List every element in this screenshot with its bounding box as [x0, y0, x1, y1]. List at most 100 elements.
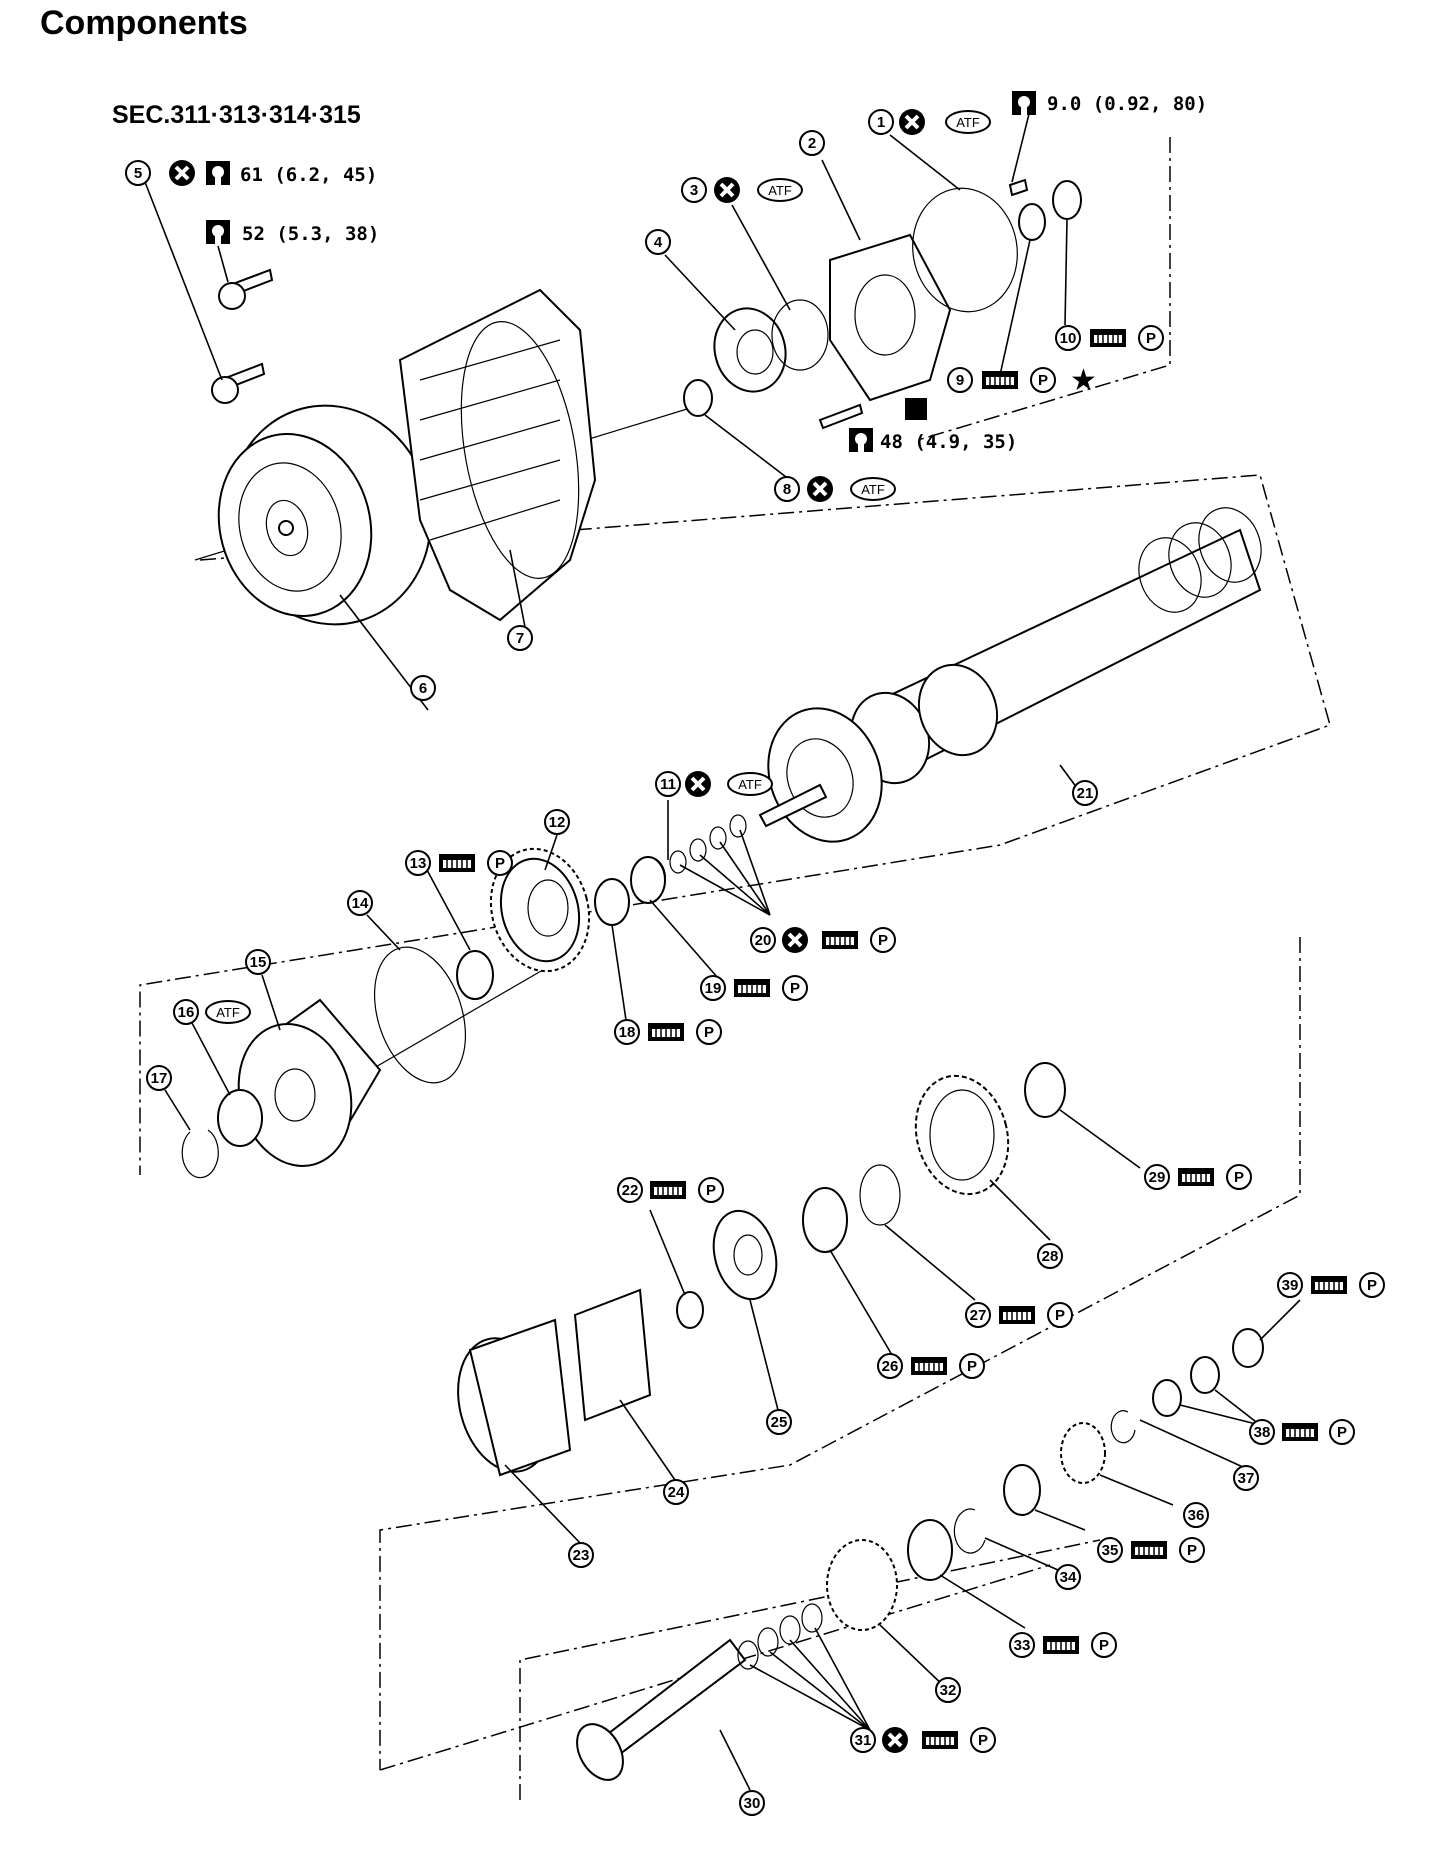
- petroleum-jelly-icon: [1091, 1632, 1117, 1658]
- svg-text:19: 19: [705, 980, 722, 997]
- bearing-race-39: [1232, 1328, 1264, 1368]
- replace-icon: [683, 769, 713, 799]
- replace-icon: [780, 925, 810, 955]
- svg-text:33: 33: [1014, 1637, 1031, 1654]
- leader-lines: [144, 109, 1301, 1791]
- pump-bolt-small: [1008, 178, 1029, 197]
- svg-text:27: 27: [970, 1307, 987, 1324]
- callout-1: 1 ATF: [868, 107, 991, 137]
- selective-part-icon: [821, 930, 859, 950]
- svg-text:P: P: [878, 932, 888, 949]
- svg-text:P: P: [495, 855, 505, 872]
- svg-text:3: 3: [690, 182, 698, 199]
- svg-text:ATF: ATF: [861, 482, 885, 497]
- svg-text:P: P: [1146, 330, 1156, 347]
- torque-value: 52 (5.3, 38): [242, 223, 379, 245]
- group-outline-pump: [917, 137, 1171, 441]
- output-shaft-30: [576, 1638, 747, 1781]
- selective-part-icon: [1177, 1167, 1215, 1187]
- svg-text:39: 39: [1282, 1277, 1299, 1294]
- callout-32: 32: [935, 1677, 961, 1703]
- section-label: SEC.311·313·314·315: [112, 101, 361, 129]
- callout-29: 29 P: [1144, 1164, 1252, 1190]
- petroleum-jelly-icon: [1226, 1164, 1252, 1190]
- callout-25: 25: [766, 1409, 792, 1435]
- svg-text:25: 25: [771, 1414, 788, 1431]
- bearing-race-35: [1003, 1464, 1041, 1516]
- callout-9: 9 P ★: [947, 363, 1097, 398]
- converter-housing: [398, 288, 597, 622]
- svg-text:28: 28: [1042, 1248, 1059, 1265]
- svg-text:P: P: [967, 1358, 977, 1375]
- selective-part-icon: [910, 1356, 948, 1376]
- petroleum-jelly-icon: [1030, 367, 1056, 393]
- selective-part-icon: [921, 1730, 959, 1750]
- petroleum-jelly-icon: [698, 1177, 724, 1203]
- petroleum-jelly-icon: [870, 927, 896, 953]
- torque-converter: [217, 404, 432, 626]
- svg-text:P: P: [1055, 1307, 1065, 1324]
- group-outline-shaft: [519, 1539, 1101, 1800]
- callout-23: 23: [568, 1542, 594, 1568]
- bearing-race-9: [1018, 203, 1046, 241]
- brake-band-24: [573, 1288, 652, 1422]
- svg-text:P: P: [790, 980, 800, 997]
- callout-30: 30: [739, 1790, 765, 1816]
- svg-text:P: P: [1234, 1169, 1244, 1186]
- replace-icon: [880, 1725, 910, 1755]
- svg-text:16: 16: [178, 1004, 195, 1021]
- svg-text:10: 10: [1060, 330, 1077, 347]
- torque-wrench-icon: [1012, 91, 1036, 116]
- torque-value: 48 (4.9, 35): [880, 431, 1017, 453]
- petroleum-jelly-icon: [970, 1727, 996, 1753]
- svg-text:36: 36: [1188, 1507, 1205, 1524]
- svg-text:P: P: [1187, 1542, 1197, 1559]
- svg-text:26: 26: [882, 1358, 899, 1375]
- atf-symbol: [757, 178, 803, 202]
- svg-text:P: P: [1099, 1637, 1109, 1654]
- torque-value: 61 (6.2, 45): [240, 164, 377, 186]
- petroleum-jelly-icon: [1138, 325, 1164, 351]
- snap-ring-37: [1110, 1410, 1136, 1444]
- torque-wrench-icon: [849, 428, 873, 453]
- pump-bolt: [818, 403, 864, 430]
- callout-37: 37: [1233, 1465, 1259, 1491]
- svg-text:9: 9: [956, 372, 964, 389]
- callout-5: 5: [125, 158, 197, 188]
- bearing-race-13: [456, 950, 494, 1000]
- callout-19: 19 P: [700, 975, 808, 1001]
- snap-ring-17: [181, 1129, 219, 1179]
- svg-text:17: 17: [151, 1070, 168, 1087]
- oil-pump: [829, 233, 952, 402]
- seal-rings-31: [737, 1603, 823, 1670]
- svg-text:30: 30: [744, 1795, 761, 1812]
- svg-text:8: 8: [783, 481, 791, 498]
- selective-part-icon: [438, 853, 476, 873]
- snap-ring-34: [953, 1508, 986, 1554]
- callout-27: 27 P: [965, 1302, 1073, 1328]
- bearing-race-10: [1052, 180, 1082, 220]
- thrust-washer-18: [594, 878, 630, 926]
- callout-33: 33 P: [1009, 1632, 1117, 1658]
- thrust-washer-8: [683, 379, 713, 417]
- petroleum-jelly-icon: [696, 1019, 722, 1045]
- svg-text:ATF: ATF: [768, 183, 792, 198]
- callout-7: 7: [507, 625, 533, 651]
- bearing-race-38a: [1152, 1379, 1182, 1417]
- svg-text:1: 1: [877, 114, 885, 131]
- atf-symbol: [205, 1000, 251, 1024]
- replace-icon: [712, 175, 742, 205]
- input-clutch-assembly: [758, 507, 1262, 843]
- o-ring-3: [771, 299, 829, 371]
- svg-text:12: 12: [549, 814, 566, 831]
- svg-text:24: 24: [668, 1484, 685, 1501]
- petroleum-jelly-icon: [1179, 1537, 1205, 1563]
- torque-spec-2: 61 (6.2, 45): [206, 161, 377, 186]
- thrust-washer-27: [859, 1164, 901, 1226]
- svg-text:P: P: [1337, 1424, 1347, 1441]
- svg-text:5: 5: [134, 165, 142, 182]
- callout-18: 18 P: [614, 1019, 722, 1045]
- svg-text:38: 38: [1254, 1424, 1271, 1441]
- clutch-pack-23: [457, 1318, 572, 1477]
- selective-part-icon: [1310, 1275, 1348, 1295]
